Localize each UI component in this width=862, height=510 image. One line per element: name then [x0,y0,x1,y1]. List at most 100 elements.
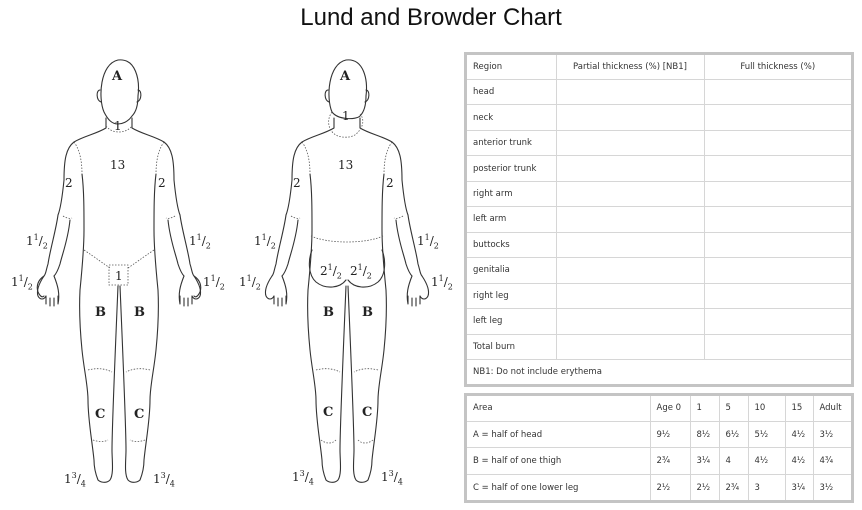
value-cell: 2¾ [649,447,691,476]
table-header-row: Region Partial thickness (%) [NB1] Full … [467,55,851,80]
posterior-upper-arm-right-label: 2 [386,176,394,190]
table-row: left leg [467,308,851,335]
full-cell[interactable] [703,155,851,182]
anterior-upper-arm-left-label: 2 [65,176,73,190]
header-region: Region [467,55,557,80]
table-note: NB1: Do not include erythema [467,359,851,384]
full-cell[interactable] [703,180,851,208]
value-cell: 8½ [689,420,720,449]
header-age-0: Age 0 [649,396,691,422]
posterior-trunk-label: 13 [338,158,354,172]
value-cell: 2½ [649,474,691,500]
region-cell: left leg [467,308,557,335]
area-cell: A = half of head [467,420,651,449]
table-row: genitalia [467,257,851,284]
value-cell: 4½ [784,420,814,449]
partial-cell[interactable] [555,308,705,335]
partial-cell[interactable] [555,129,705,157]
value-cell: 3½ [812,474,851,500]
header-age-15: 15 [784,396,814,422]
value-cell: 3½ [812,420,851,449]
header-age-adult: Adult [812,396,851,422]
posterior-lower-leg-right-label: C [362,405,373,420]
full-cell[interactable] [703,282,851,310]
anterior-upper-arm-right-label: 2 [158,176,166,190]
posterior-hand-left-label: 11/2 [239,274,261,292]
value-cell: 2½ [689,474,720,500]
posterior-body-figure: A 1 13 2 2 11/2 11/2 11/2 11/2 21/2 21/2… [228,50,463,510]
table-row: neck [467,104,851,131]
value-cell: 6½ [718,420,749,449]
anterior-trunk-label: 13 [110,158,126,172]
posterior-neck-label: 1 [342,109,350,123]
full-cell[interactable] [703,308,851,335]
partial-cell[interactable] [555,206,705,233]
partial-cell[interactable] [555,282,705,310]
region-cell: right arm [467,180,557,208]
posterior-forearm-left-label: 11/2 [254,233,276,251]
partial-cell[interactable] [555,180,705,208]
partial-cell[interactable] [555,78,705,106]
table-row: right arm [467,180,851,208]
anterior-thigh-left-label: B [95,305,106,320]
full-cell[interactable] [703,78,851,106]
posterior-upper-arm-left-label: 2 [293,176,301,190]
header-area: Area [467,396,651,422]
full-cell[interactable] [703,129,851,157]
partial-cell[interactable] [555,155,705,182]
partial-cell[interactable] [555,257,705,284]
burn-assessment-table: Region Partial thickness (%) [NB1] Full … [464,52,854,387]
posterior-thigh-left-label: B [323,305,334,320]
value-cell: 4½ [784,447,814,476]
partial-cell[interactable] [555,104,705,131]
full-cell[interactable] [703,231,851,259]
full-cell[interactable] [703,206,851,233]
table-row: B = half of one thigh 2¾ 3¼ 4 4½ 4½ 4¾ [467,447,851,476]
region-cell: neck [467,104,557,131]
region-cell: Total burn [467,333,557,361]
posterior-body-outline [264,59,430,483]
region-cell: left arm [467,206,557,233]
value-cell: 2¾ [718,474,749,500]
anterior-body-outline [36,59,202,483]
full-cell[interactable] [703,333,851,361]
value-cell: 4½ [747,447,786,476]
table-row: left arm [467,206,851,233]
region-cell: genitalia [467,257,557,284]
area-cell: B = half of one thigh [467,447,651,476]
anterior-lower-leg-right-label: C [134,407,145,422]
region-cell: posterior trunk [467,155,557,182]
anterior-foot-left-label: 13/4 [64,471,86,489]
anterior-hand-right-label: 11/2 [203,274,225,292]
posterior-foot-left-label: 13/4 [292,469,314,487]
anterior-forearm-right-label: 11/2 [189,233,211,251]
table-note-row: NB1: Do not include erythema [467,359,851,384]
anterior-genitalia-label: 1 [115,269,123,283]
table-row: A = half of head 9½ 8½ 6½ 5½ 4½ 3½ [467,420,851,449]
posterior-thigh-right-label: B [362,305,373,320]
header-age-5: 5 [718,396,749,422]
value-cell: 3¼ [784,474,814,500]
header-age-1: 1 [689,396,720,422]
anterior-forearm-left-label: 11/2 [26,233,48,251]
table-row: anterior trunk [467,129,851,157]
region-cell: anterior trunk [467,129,557,157]
posterior-lower-leg-left-label: C [323,405,334,420]
full-cell[interactable] [703,104,851,131]
partial-cell[interactable] [555,231,705,259]
age-percentage-table: Area Age 0 1 5 10 15 Adult A = half of h… [464,393,854,503]
region-cell: head [467,78,557,106]
anterior-thigh-right-label: B [134,305,145,320]
value-cell: 3¼ [689,447,720,476]
posterior-forearm-right-label: 11/2 [417,233,439,251]
posterior-foot-right-label: 13/4 [381,469,403,487]
anterior-body-figure: A 1 13 2 2 11/2 11/2 11/2 11/2 1 B B C C… [0,50,235,510]
table-row: right leg [467,282,851,310]
partial-cell[interactable] [555,333,705,361]
table-header-row: Area Age 0 1 5 10 15 Adult [467,396,851,422]
value-cell: 4 [718,447,749,476]
anterior-neck-label: 1 [114,119,122,133]
header-full-thickness: Full thickness (%) [703,55,851,80]
full-cell[interactable] [703,257,851,284]
value-cell: 3 [747,474,786,500]
